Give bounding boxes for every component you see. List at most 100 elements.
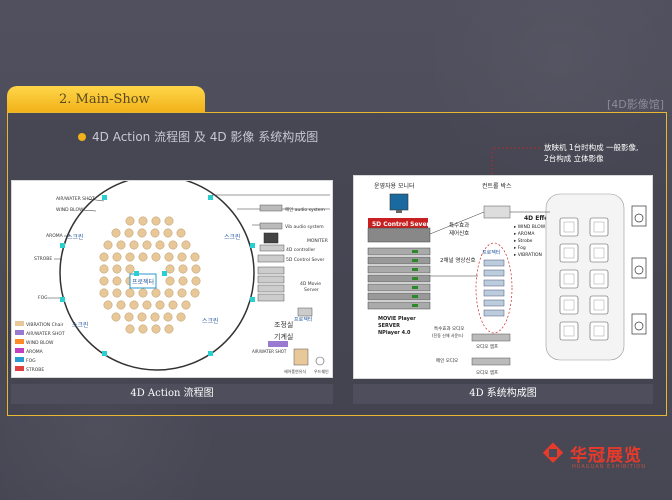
effect-item: ▸ VIBRATION xyxy=(514,252,542,258)
caption-system: 4D 系统构成图 xyxy=(353,384,653,404)
audio-amp-2-device xyxy=(471,357,511,366)
movie-server-unit xyxy=(257,275,285,284)
legend-box-air: AIR/WATER SHOT xyxy=(26,331,65,337)
special-signal-label-1: 특수효과 xyxy=(449,221,469,229)
effects-list: ▸ WIND BLOW ▸ AROMA ▸ Strobe ▸ Fog ▸ VIB… xyxy=(514,224,546,258)
seat xyxy=(165,264,175,274)
legend-box-strobe: STROBE xyxy=(26,367,44,373)
speaker-cone xyxy=(634,321,644,331)
chair-seat xyxy=(563,247,575,259)
chair xyxy=(589,269,609,289)
movie-server-line-1: MOVIE Player xyxy=(378,316,416,322)
seat xyxy=(151,324,161,334)
projector-unit xyxy=(483,259,505,267)
monitor-label: 운영자용 모니터 xyxy=(374,182,415,190)
audio-amp-2-label: 오디오 앰프 xyxy=(476,369,498,376)
seat xyxy=(111,312,121,322)
effect-item: ▸ Fog xyxy=(514,245,526,251)
chair-grid xyxy=(559,217,609,341)
seat xyxy=(164,288,174,298)
chair-seat xyxy=(563,325,575,337)
screen-label-3: 스크린 xyxy=(224,234,241,241)
chair-seat xyxy=(593,299,605,311)
seat xyxy=(138,216,148,226)
equip-server: Server xyxy=(304,287,319,293)
screen-label-4: 스크린 xyxy=(202,318,219,325)
speaker xyxy=(631,257,647,279)
seat xyxy=(168,240,178,250)
seat xyxy=(165,276,175,286)
seat xyxy=(178,276,188,286)
chair-seat xyxy=(563,273,575,285)
note-line-2: 2台构成 立体影像 xyxy=(544,154,604,163)
rack-unit xyxy=(367,274,431,283)
brand-name: 华冠展览 xyxy=(570,445,642,466)
speaker xyxy=(631,205,647,227)
seat xyxy=(191,264,201,274)
equip-4d-controller: 4D controller xyxy=(286,247,315,253)
seat xyxy=(129,240,139,250)
seat xyxy=(142,240,152,250)
projector-unit xyxy=(483,269,505,277)
rack-unit xyxy=(367,265,431,274)
seat xyxy=(125,324,135,334)
screen-label-1: 스크린 xyxy=(67,234,84,241)
seat xyxy=(99,288,109,298)
seat xyxy=(111,228,121,238)
projector-group-outline xyxy=(475,242,513,334)
effect-marker xyxy=(134,271,139,276)
brand-logo: 华冠展览 xyxy=(542,440,642,466)
effect-item: ▸ Strobe xyxy=(514,238,533,244)
seat xyxy=(164,252,174,262)
chair xyxy=(559,269,579,289)
speaker-cone xyxy=(634,265,644,275)
section-tab[interactable]: 2. Main-Show xyxy=(7,86,205,112)
movie-server-unit xyxy=(257,284,285,293)
brand-sub: HUAGUAN EXHIBITION xyxy=(572,464,646,470)
system-diagram: 운영자용 모니터 5D Control Sever 컨트롤 박스 특수효과 제어… xyxy=(353,175,653,379)
seat xyxy=(99,252,109,262)
projector-device xyxy=(297,307,313,317)
control-box-device xyxy=(483,205,511,219)
effect-marker xyxy=(102,195,107,200)
chair-seat xyxy=(593,273,605,285)
seat xyxy=(116,300,126,310)
seat xyxy=(99,276,109,286)
effect-marker xyxy=(102,351,107,356)
bottom-air-water: AIR/WATER SHOT xyxy=(252,349,287,354)
control-box-label: 컨트롤 박스 xyxy=(482,182,512,190)
control-room-label: 조정실 xyxy=(274,320,293,329)
effect-marker xyxy=(208,351,213,356)
seat xyxy=(103,300,113,310)
note-line-1: 放映机 1台时构成 一般影像, xyxy=(544,143,639,152)
legend-swatch-air xyxy=(15,330,24,335)
special-signal-label-2: 제어신호 xyxy=(449,229,469,237)
effect-item: ▸ WIND BLOW xyxy=(514,224,546,230)
movie-server-line-3: NPlayer 4.0 xyxy=(378,330,411,336)
seat xyxy=(164,216,174,226)
rack-unit xyxy=(367,283,431,292)
seat xyxy=(177,288,187,298)
equip-5d-server: 5D Control Sever xyxy=(286,257,325,263)
audio-special-label: 특수효과 오디오 xyxy=(434,325,464,332)
audio-main-label: 메인 오디오 xyxy=(436,357,458,364)
chair xyxy=(559,243,579,263)
action-flow-diagram: 프로젝터 스크린 스크린 스크린 스크린 AIR/WATER SHOT WIND… xyxy=(11,175,333,378)
seat xyxy=(142,300,152,310)
effect-item: ▸ AROMA xyxy=(514,231,535,237)
equip-main-audio: 메인 audio system xyxy=(285,206,325,213)
4d-controller-device xyxy=(259,244,285,252)
seat xyxy=(151,252,161,262)
seat xyxy=(116,240,126,250)
chair xyxy=(589,295,609,315)
rack-unit xyxy=(367,301,431,310)
chair xyxy=(559,217,579,237)
brand-logo-icon xyxy=(542,442,564,463)
legend-swatch-vibration xyxy=(15,321,24,326)
legend-box-aroma: AROMA xyxy=(26,349,44,355)
system-svg: 운영자용 모니터 5D Control Sever 컨트롤 박스 특수효과 제어… xyxy=(367,182,647,376)
channel-signal-label: 2채널 영상신호 xyxy=(440,256,476,264)
audio-special-sub: (진동 신체 사운드) xyxy=(432,332,464,338)
audio-amp-1-device xyxy=(471,333,511,342)
rack-led xyxy=(412,304,418,307)
